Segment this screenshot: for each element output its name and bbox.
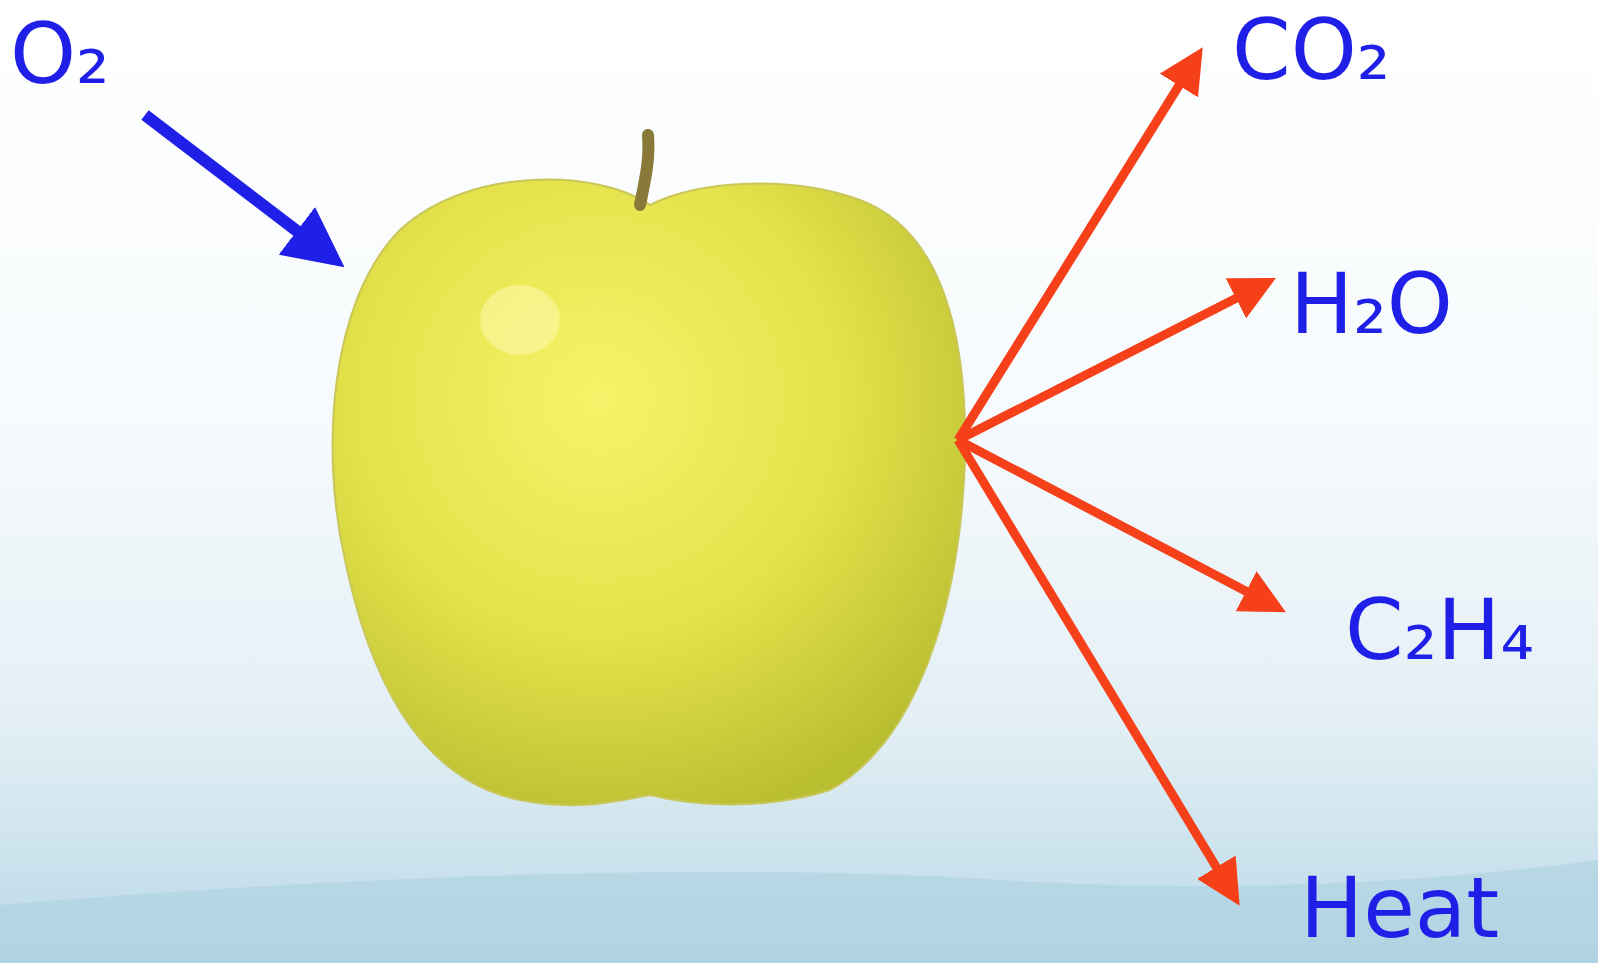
output-arrow [958,282,1268,440]
heat-label: Heat [1300,866,1499,950]
apple-stem [640,135,648,205]
apple-highlight [480,285,560,355]
output-arrow [958,440,1235,898]
gas-label: CO₂ [1232,8,1390,92]
oxygen-arrow [145,115,335,260]
gas-label: H₂O [1290,262,1453,346]
background-wave [0,860,1598,963]
gas-label: C₂H₄ [1345,588,1534,672]
gas-label: O₂ [10,12,110,96]
apple [333,180,966,806]
